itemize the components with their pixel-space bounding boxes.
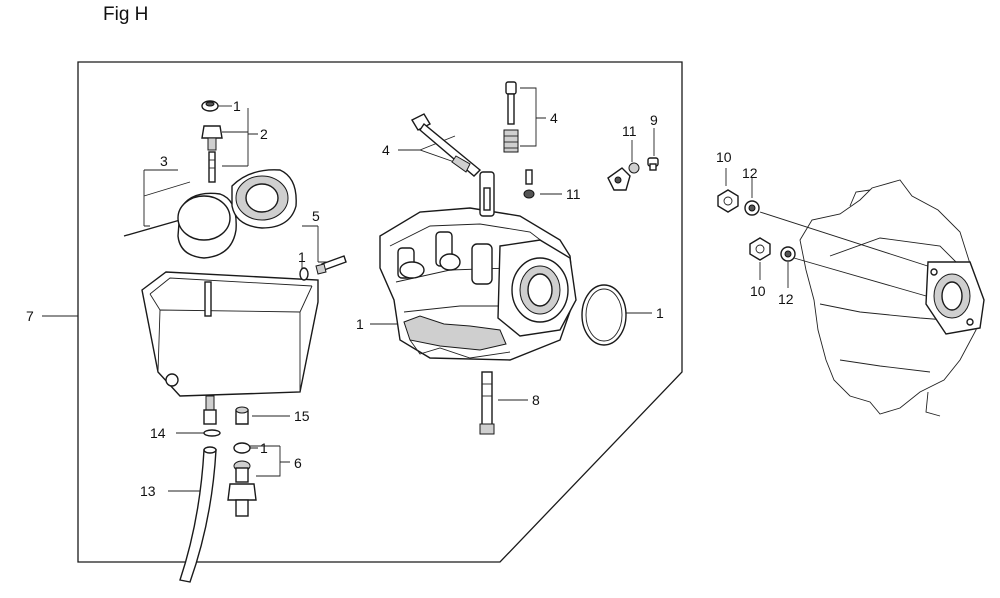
callout-1-small-washer: 1 bbox=[298, 249, 306, 265]
carburetor-body bbox=[379, 171, 577, 361]
float-bowl bbox=[141, 271, 319, 425]
figure-title: Fig H bbox=[103, 4, 149, 25]
callout-14: 14 bbox=[150, 425, 166, 441]
pilot-screw bbox=[315, 255, 347, 275]
callout-7: 7 bbox=[26, 308, 34, 324]
callout-4-upper: 4 bbox=[550, 110, 558, 126]
plug-15 bbox=[235, 406, 249, 425]
idle-screw-spring bbox=[503, 81, 519, 153]
throttle-stop-screw bbox=[411, 113, 482, 177]
callout-11-upper: 11 bbox=[622, 123, 637, 139]
callout-1-cap-screw: 1 bbox=[233, 98, 241, 114]
callout-15: 15 bbox=[294, 408, 310, 424]
callout-5: 5 bbox=[312, 208, 320, 224]
throttle-lever-parts bbox=[607, 157, 659, 191]
main-jet bbox=[201, 125, 223, 183]
drain-bolt bbox=[227, 460, 257, 517]
callout-10-upper: 10 bbox=[716, 149, 732, 165]
callout-2: 2 bbox=[260, 126, 268, 142]
nut-10-upper bbox=[717, 189, 739, 213]
callout-9: 9 bbox=[650, 112, 658, 128]
callout-13: 13 bbox=[140, 483, 156, 499]
small-washer bbox=[299, 267, 309, 281]
callout-6: 6 bbox=[294, 455, 302, 471]
callout-3: 3 bbox=[160, 153, 168, 169]
assembly-frame bbox=[77, 61, 683, 563]
leader-lines bbox=[42, 87, 941, 492]
callout-12-lower: 12 bbox=[778, 291, 794, 307]
drain-screw bbox=[523, 169, 535, 199]
callout-11-mid: 11 bbox=[566, 186, 581, 202]
callout-1-o-ring: 1 bbox=[656, 305, 664, 321]
callout-1-body: 1 bbox=[356, 316, 364, 332]
washer-12-upper bbox=[744, 200, 760, 216]
needle-jet-holder bbox=[479, 371, 495, 435]
callout-10-lower: 10 bbox=[750, 283, 766, 299]
float-assembly bbox=[123, 169, 297, 259]
callout-1-lower-washer: 1 bbox=[260, 440, 268, 456]
fuel-hose bbox=[179, 446, 217, 583]
clip-14 bbox=[203, 429, 221, 437]
engine-outline bbox=[799, 179, 985, 417]
washer-1-lower bbox=[233, 442, 251, 454]
callout-8: 8 bbox=[532, 392, 540, 408]
nut-10-lower bbox=[749, 237, 771, 261]
callout-12-upper: 12 bbox=[742, 165, 758, 181]
callout-4-left: 4 bbox=[382, 142, 390, 158]
o-ring bbox=[581, 284, 627, 346]
cap-screw bbox=[201, 100, 219, 112]
washer-12-lower bbox=[780, 246, 796, 262]
